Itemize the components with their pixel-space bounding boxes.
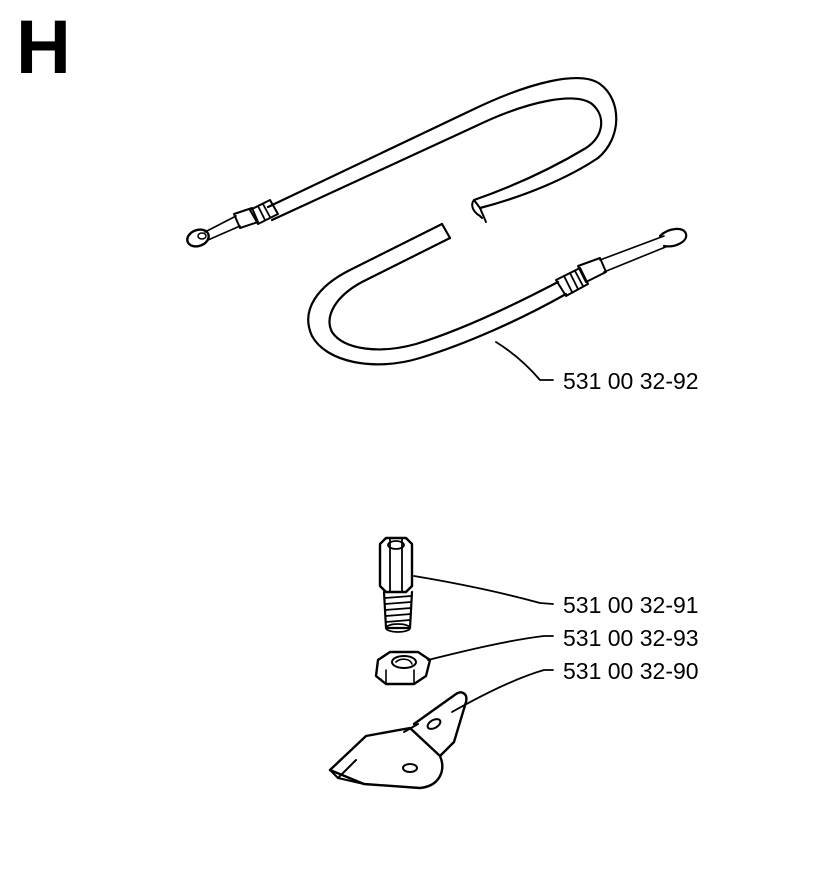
section-letter: H [16, 5, 71, 90]
adjuster-screw-icon [378, 536, 414, 633]
cable-bracket-leader-line [451, 669, 554, 713]
adjuster-screw-leader-line [413, 575, 554, 605]
part-number-adjuster-screw: 531 00 32-91 [563, 592, 699, 618]
lock-nut-leader-line [427, 635, 554, 661]
cable-leader-line [495, 341, 554, 381]
part-number-cable: 531 00 32-92 [563, 368, 699, 394]
throttle-cable-icon [186, 77, 688, 366]
part-number-lock-nut: 531 00 32-93 [563, 625, 699, 651]
lock-nut-icon [374, 650, 432, 686]
part-number-cable-bracket: 531 00 32-90 [563, 658, 699, 684]
cable-bracket-icon [328, 691, 468, 790]
